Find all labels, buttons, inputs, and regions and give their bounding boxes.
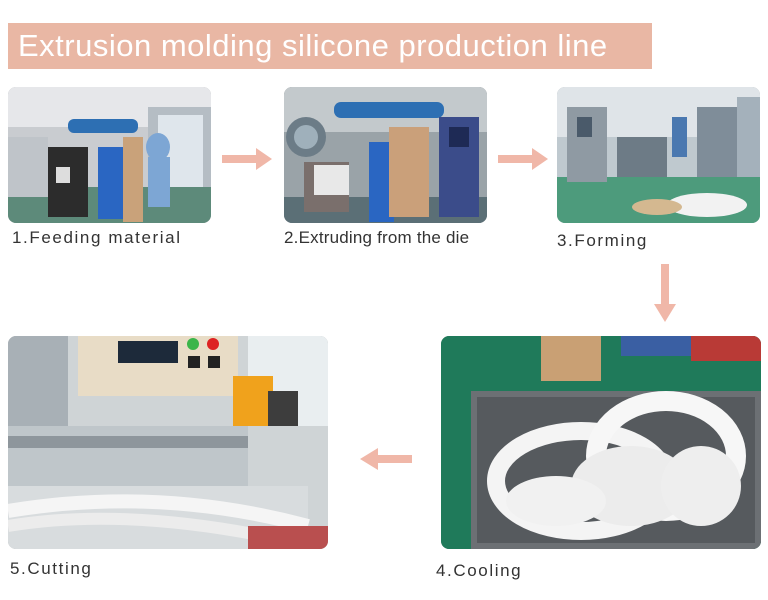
title-banner: Extrusion molding silicone production li…: [8, 23, 652, 69]
arrow-right-1: [222, 146, 272, 172]
caption-step-3: 3.Forming: [557, 231, 648, 250]
caption-step-2: 2.Extruding from the die: [284, 228, 470, 247]
caption-step-4: 4.Cooling: [436, 561, 523, 580]
photo-cooling: [441, 336, 761, 549]
caption-step-1: 1.Feeding material: [12, 228, 182, 247]
arrow-left: [360, 446, 412, 472]
photo-extruding-from-die: [284, 87, 487, 223]
photo-forming: [557, 87, 760, 223]
arrow-down: [652, 264, 678, 322]
photo-cutting: [8, 336, 328, 549]
photo-feeding-material: [8, 87, 211, 223]
caption-step-5: 5.Cutting: [10, 559, 93, 578]
arrow-right-2: [498, 146, 548, 172]
